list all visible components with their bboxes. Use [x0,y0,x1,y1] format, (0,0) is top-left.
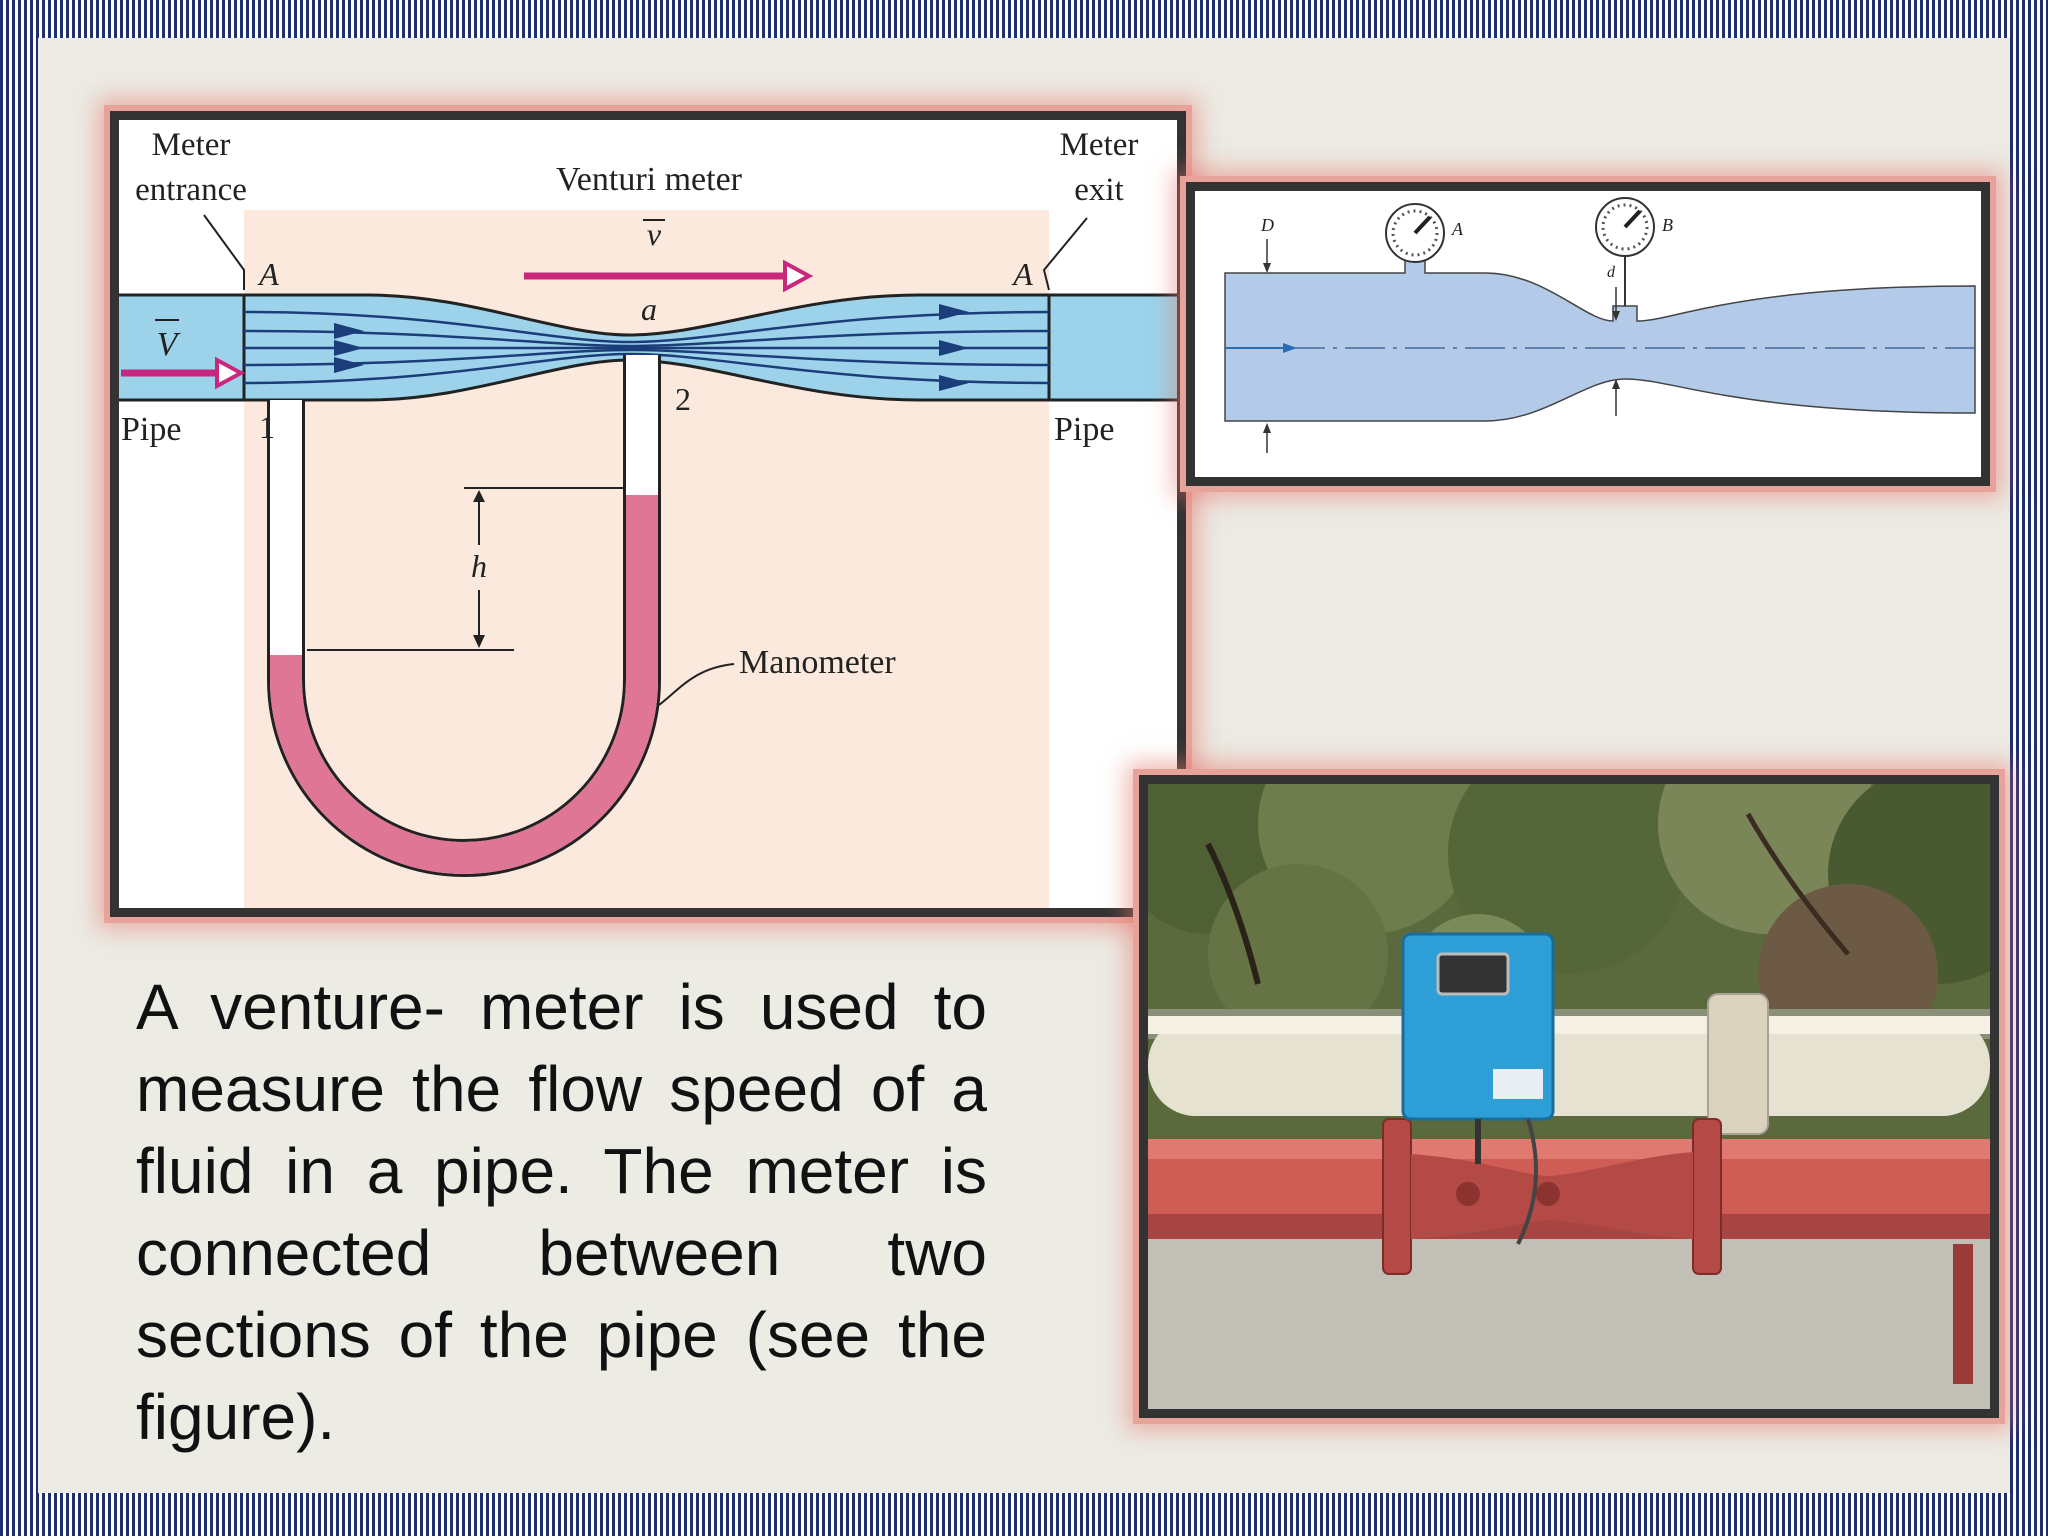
label-meter-exit-2: exit [1074,172,1123,208]
white-pipe [1148,1016,1990,1116]
label-meter-exit-1: Meter [1060,127,1139,163]
label-gauge-A: A [1451,219,1464,239]
label-d: d [1607,264,1616,281]
venturi-gauge-svg: D d A B [1224,197,1976,453]
label-meter-entrance-2: entrance [135,172,247,208]
label-venturi-meter: Venturi meter [556,161,743,198]
label-A-left: A [257,256,279,292]
label-A-right: A [1011,256,1033,292]
caption-text: A venture- meter is used to measure the … [136,971,987,1453]
label-point-2: 2 [675,381,691,417]
flow-meter-photo-svg [1148,784,1990,1409]
label-pipe-left: Pipe [121,411,181,448]
label-point-1: 1 [259,409,275,445]
pipe-left [119,295,244,400]
venturi-meter-svg: Meter entrance Meter exit Venturi meter … [119,127,1177,908]
flange-left [1382,1118,1412,1275]
label-h: h [471,548,487,584]
slide: Meter entrance Meter exit Venturi meter … [38,38,2010,1493]
flange-right [1692,1118,1722,1275]
venturi-meter-diagram: Meter entrance Meter exit Venturi meter … [110,111,1186,917]
venturi-gauge-diagram: D d A B [1186,182,1990,486]
label-gauge-B: B [1662,215,1673,235]
label-a: a [641,291,657,327]
pipe-right [1049,295,1177,400]
streamlines [243,310,1050,385]
label-meter-entrance-1: Meter [152,127,231,163]
manometer-fluid [270,495,658,874]
flow-meter-photo [1139,775,1999,1418]
label-v-small: v [647,216,662,252]
venturi-body [1224,252,1976,422]
streamline-arrows [334,304,969,391]
label-manometer: Manometer [739,644,896,681]
flow-arrow-icon [1283,343,1297,353]
label-pipe-right: Pipe [1054,411,1114,448]
label-D: D [1260,215,1274,235]
